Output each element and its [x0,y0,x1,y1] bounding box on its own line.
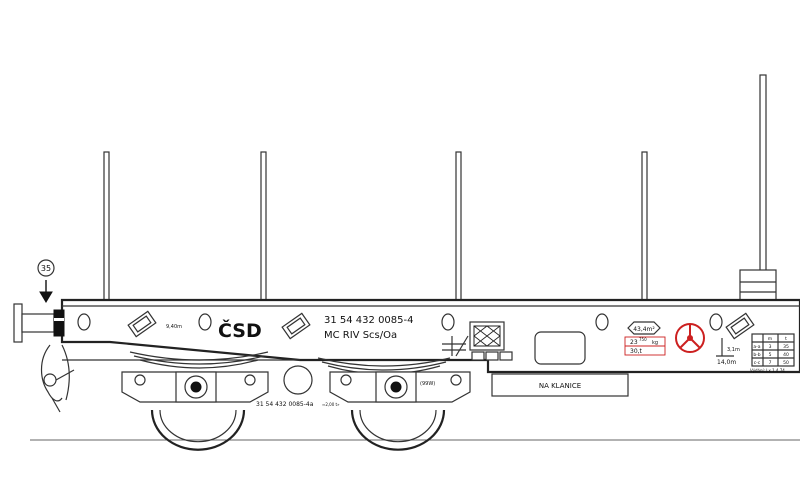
speed-sign: 35 [37,259,55,303]
stake-pockets [77,313,723,331]
length-mark: 9,40m [166,324,182,330]
bogie-number: 31 54 432 0085-4a [256,401,314,408]
stake-pocket [198,313,212,331]
wagon-number: 31 54 432 0085-4 [324,315,414,326]
bogie-left [121,371,269,451]
loading-plates [127,310,755,340]
owner-code: ČSD [218,318,262,342]
end-frame-right [739,269,777,301]
tare-weight-unit: kg [652,340,658,346]
stake-pocket [595,313,609,331]
load-table-cell: 40 [783,352,789,358]
board-label-box: NA KLANICE [491,373,629,397]
load-table-cell: c-c [754,361,761,366]
tare-weight-sup: 750 [639,337,647,342]
stake [103,151,110,301]
load-table-cell: b-b [753,352,760,358]
load-table-cell: 50 [783,360,789,366]
bogie-spacing: 3,1m [727,347,740,353]
load-area: 43,4m² [633,326,655,333]
load-table-header-t: t [785,336,787,342]
load-table-cell: 7 [769,360,772,366]
handbrake-wheel-icon [675,323,705,353]
coupling-hook [40,344,75,413]
bogie-right [329,371,471,451]
stake-pocket [441,313,455,331]
stake [260,151,267,301]
board-label: NA KLANICE [539,382,581,390]
bogie-note: ≈2,00 t» [322,402,340,407]
load-table-header-m: m [768,337,772,342]
stake [455,151,462,301]
dimension-marks: 3,1m 14,0m [716,338,740,366]
load-table-cell: 35 [783,344,789,350]
stake-pocket [709,313,723,331]
buffer-left [13,303,65,343]
stakes [103,74,767,301]
stake-tall [759,74,767,301]
wheelbase-label: 14,0m [717,359,736,366]
weight-box: 23 750 kg 30,t [624,336,666,356]
load-table-cell: a-a [753,345,760,350]
load-table-cell: 3 [769,344,772,350]
load-area-sign: 43,4m² [627,321,661,335]
tare-weight: 23 [630,339,638,346]
load-table: m t a-a 3 35 b-b 5 40 c-c 7 50 [751,333,795,367]
stake-pocket [77,313,91,331]
load-limit: 30,t [630,348,643,355]
handbrake-symbol [442,335,469,357]
stake [641,151,648,301]
brake-cylinder [283,365,313,395]
grid-panel [469,321,513,361]
wagon-class: MC RIV Scs/Oa [324,330,397,341]
revision-note: Výdání: Lx 1.4.74 [750,368,785,373]
placard [534,331,586,365]
load-table-cell: 5 [769,352,772,358]
speed-sign-value: 35 [41,264,51,273]
side-mark: (99W) [420,381,435,387]
